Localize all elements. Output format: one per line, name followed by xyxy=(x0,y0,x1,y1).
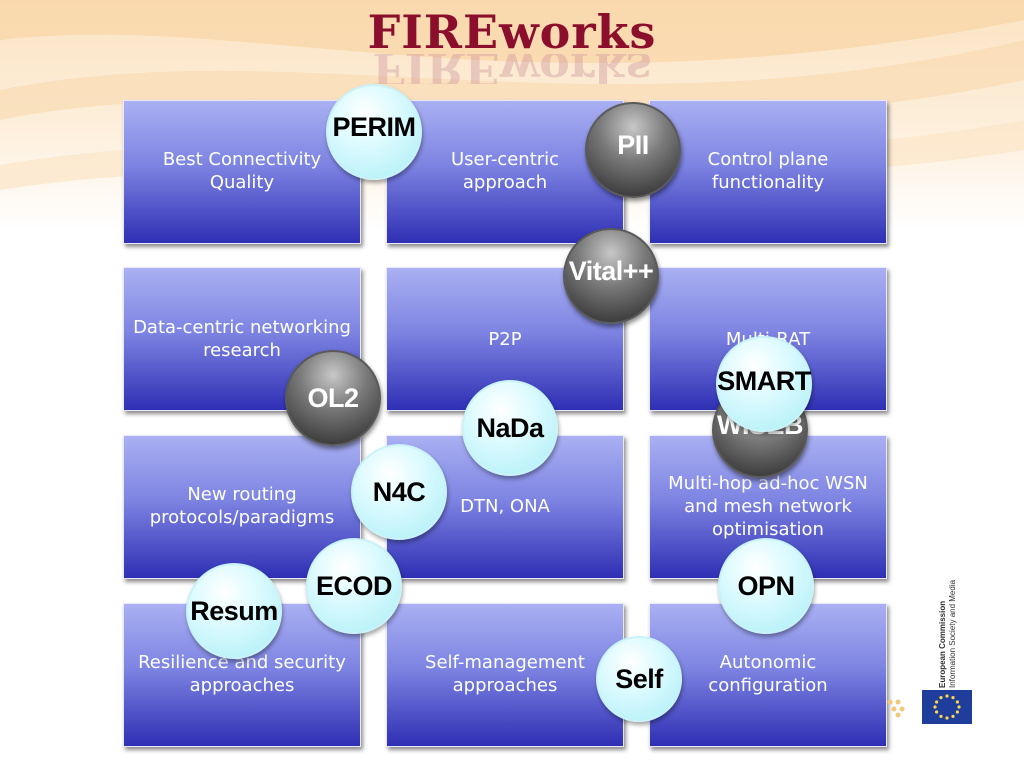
tile-label: Resilience and security approaches xyxy=(138,652,346,696)
project-label: Self xyxy=(615,663,663,694)
project-label: Vital++ xyxy=(568,256,654,286)
page-title: FIREworks xyxy=(367,5,657,59)
project-resum: Resum xyxy=(186,563,282,659)
tile-label: New routing protocols/paradigms xyxy=(149,484,335,528)
tile-control-plane: Control plane functionality xyxy=(649,100,887,244)
project-vital: Vital++ xyxy=(563,228,659,324)
tile-label: P2P xyxy=(488,329,522,350)
project-label: PERIM xyxy=(332,112,416,142)
project-perim: PERIM xyxy=(326,84,422,180)
ec-org-line2: Information Society and Media xyxy=(948,579,957,688)
tile-label: Control plane functionality xyxy=(707,149,829,193)
project-self: Self xyxy=(596,636,682,722)
tile-label: Best Connectivity Quality xyxy=(162,149,322,193)
tile-label: Multi-hop ad-hoc WSN and mesh network op… xyxy=(668,473,868,540)
tile-self-management: Self-management approaches xyxy=(386,603,624,747)
decorative-dots xyxy=(887,699,905,718)
project-nada: NaDa xyxy=(462,380,558,476)
tile-label: User-centric approach xyxy=(450,149,560,193)
tile-label: Data-centric networking research xyxy=(133,317,351,361)
project-opn: OPN xyxy=(718,538,814,634)
project-label: PII xyxy=(617,130,649,160)
tile-user-centric: User-centric approach xyxy=(386,100,624,244)
tile-best-connectivity: Best Connectivity Quality xyxy=(123,100,361,244)
project-label: SMART xyxy=(717,366,811,396)
project-pii: PII xyxy=(585,102,681,198)
tile-label: Autonomic configuration xyxy=(708,652,828,696)
eu-flag-icon xyxy=(922,690,972,724)
project-label: NaDa xyxy=(476,412,544,443)
project-n4c: N4C xyxy=(351,444,447,540)
project-label: OPN xyxy=(737,570,795,601)
project-label: N4C xyxy=(372,476,426,507)
project-label: ECOD xyxy=(315,570,393,601)
title-reflection: FIREworks xyxy=(372,54,652,84)
project-label: Resum xyxy=(190,595,278,626)
tile-label: DTN, ONA xyxy=(460,496,550,517)
project-ol2: OL2 xyxy=(285,350,381,446)
project-ecod: ECOD xyxy=(306,538,402,634)
project-label: OL2 xyxy=(307,382,359,413)
title-block: FIREworks FIREworks xyxy=(0,4,1024,84)
ec-logo-text: European Commission Information Society … xyxy=(938,548,960,688)
project-smart: SMART xyxy=(716,336,812,432)
ec-org-line1: European Commission xyxy=(938,600,947,688)
tile-label: Self-management approaches xyxy=(425,652,585,696)
